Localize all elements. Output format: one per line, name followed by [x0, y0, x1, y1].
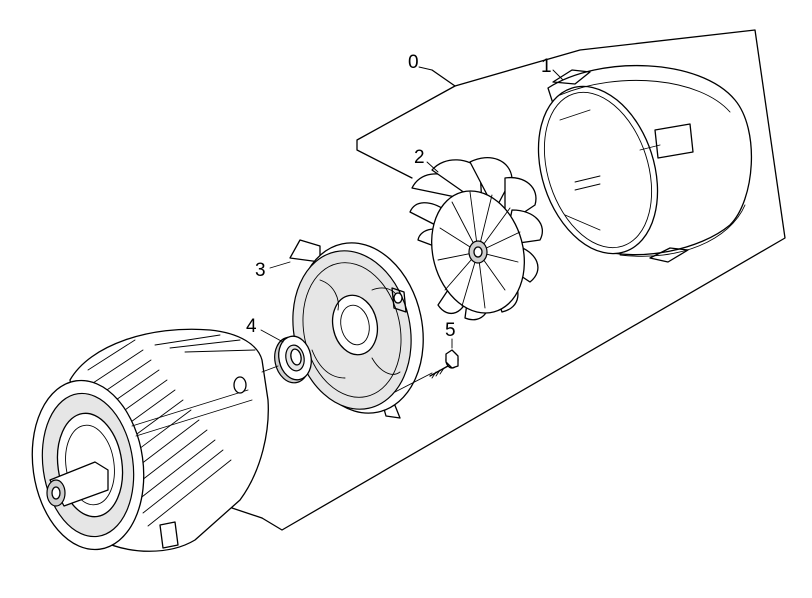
bearing-ring-part — [274, 335, 312, 384]
leader-line-2 — [426, 161, 439, 173]
end-shield-part — [289, 239, 424, 419]
cover-housing-part — [537, 64, 753, 263]
leader-line-1 — [552, 69, 564, 81]
callout-4: 4 — [246, 316, 257, 337]
leader-lines — [260, 66, 564, 349]
assembly-bracket — [231, 29, 786, 531]
callout-1: 1 — [541, 56, 552, 77]
callout-2: 2 — [414, 147, 425, 168]
fan-impeller-part — [409, 157, 543, 321]
leader-line-4 — [260, 329, 284, 343]
screw-part — [394, 349, 459, 393]
callout-5: 5 — [445, 320, 456, 341]
motor-body — [31, 328, 279, 552]
callout-3: 3 — [255, 260, 266, 281]
leader-line-3 — [269, 261, 291, 269]
leader-line-0 — [418, 66, 433, 71]
callout-0: 0 — [408, 52, 419, 73]
